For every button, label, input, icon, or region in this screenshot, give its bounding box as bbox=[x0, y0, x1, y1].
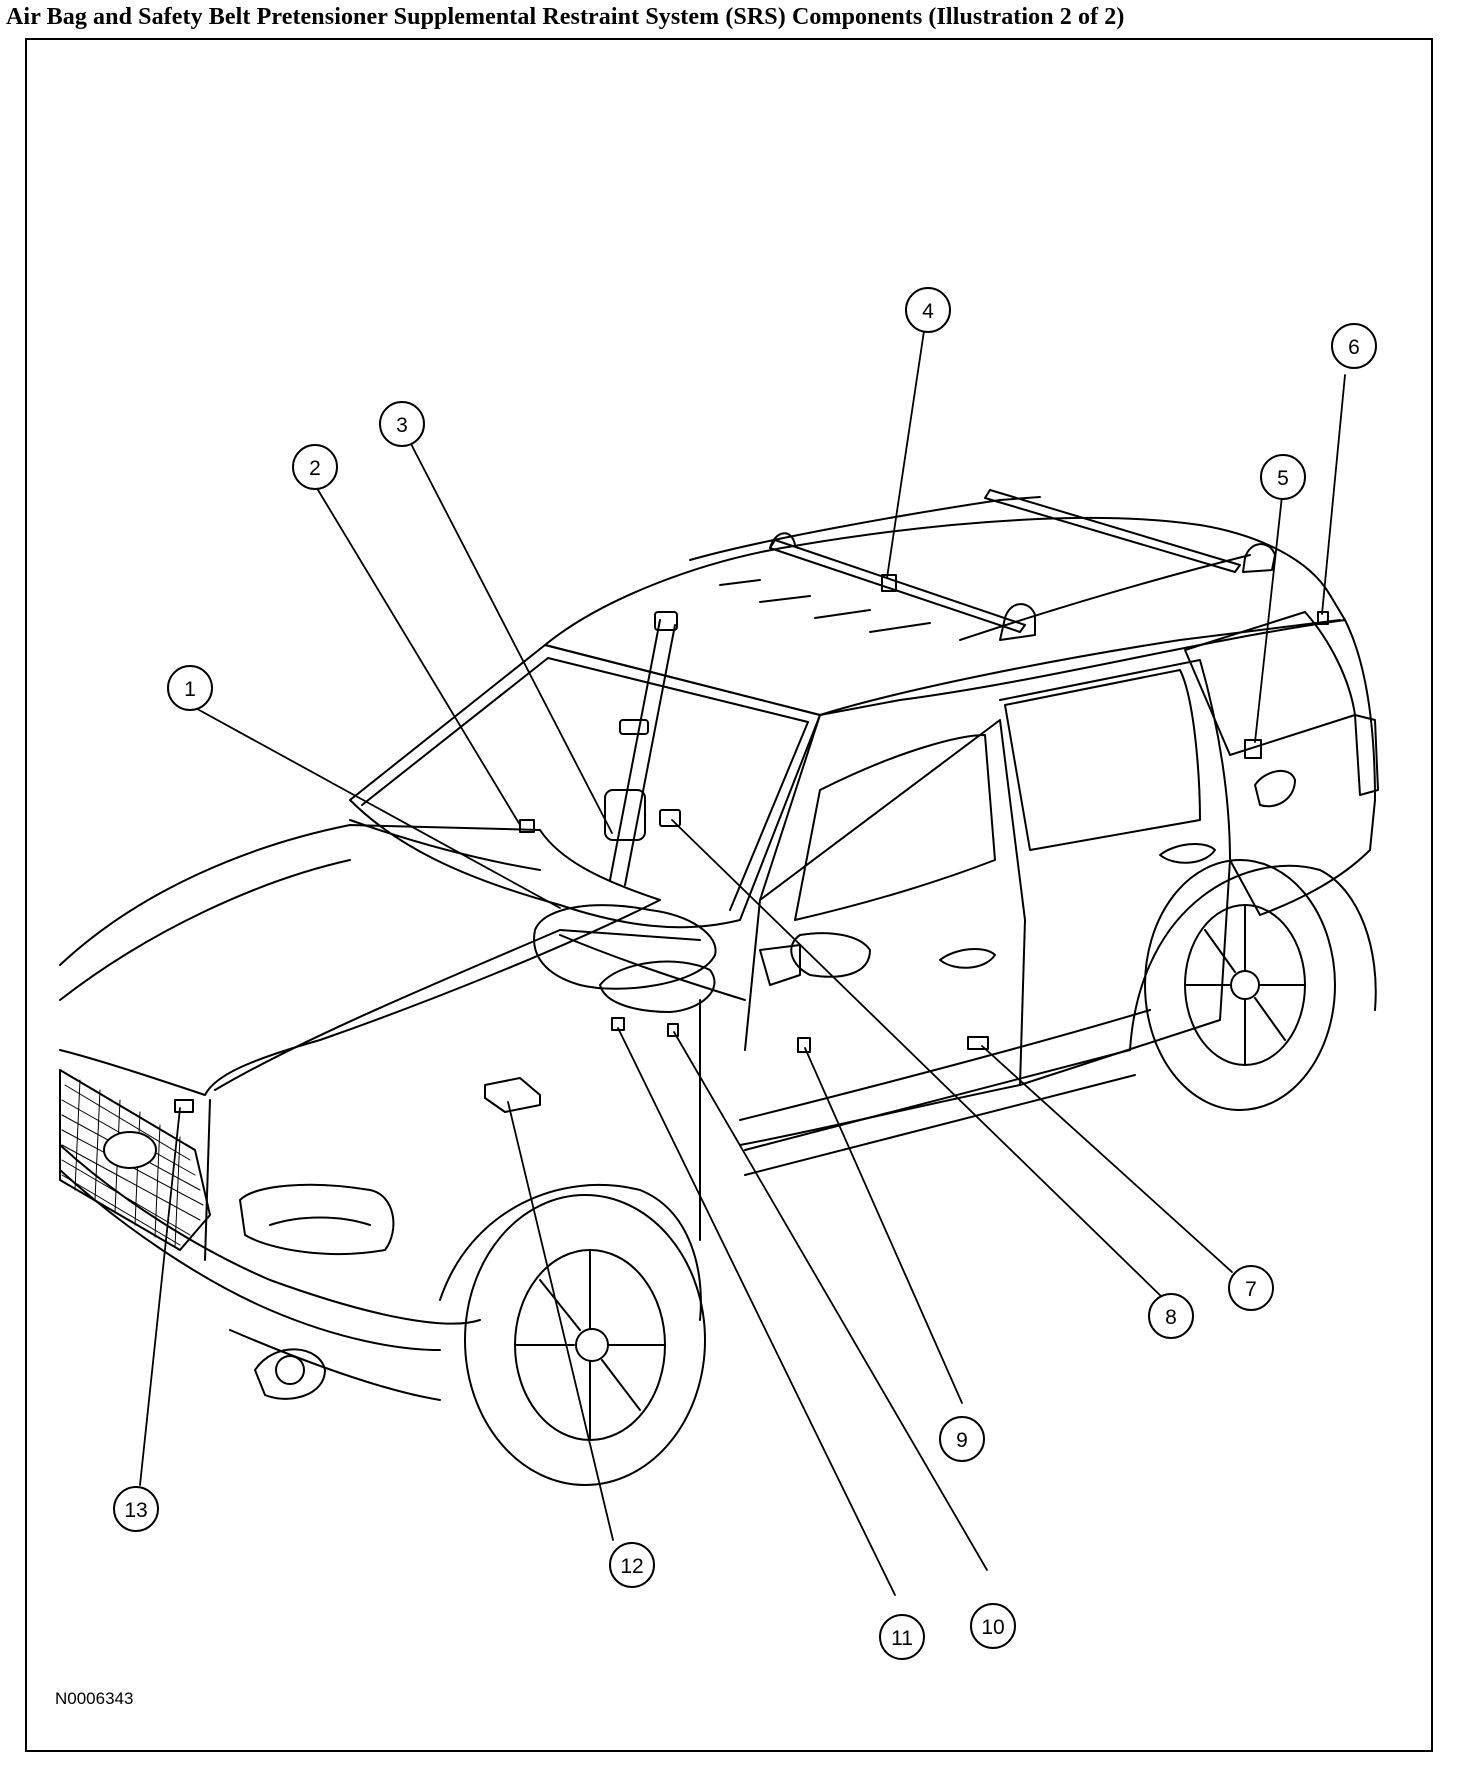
callout-label: 12 bbox=[620, 1555, 643, 1578]
front-impact-sensor bbox=[174, 1099, 194, 1113]
safety-belt-buckle-sensor bbox=[659, 809, 681, 827]
callout-8: 8 bbox=[1148, 1293, 1194, 1339]
callout-7: 7 bbox=[1228, 1265, 1274, 1311]
diagram-frame bbox=[25, 38, 1433, 1752]
callout-13: 13 bbox=[113, 1486, 159, 1532]
callout-2: 2 bbox=[292, 444, 338, 490]
roof-slats-2 bbox=[759, 595, 811, 603]
callout-label: 9 bbox=[956, 1429, 968, 1452]
callout-label: 13 bbox=[124, 1499, 147, 1522]
mirror bbox=[790, 932, 871, 978]
roof-rack-rail-left bbox=[689, 496, 1041, 561]
cowl-line bbox=[349, 819, 541, 871]
document-id: N0006343 bbox=[55, 1689, 134, 1708]
windshield-inner bbox=[361, 657, 809, 911]
callout-11: 11 bbox=[879, 1614, 925, 1660]
driver-airbag-module bbox=[599, 960, 716, 1013]
callout-label: 5 bbox=[1277, 467, 1289, 490]
safety-belt-webbing bbox=[609, 619, 676, 886]
roof-rack-end-rear bbox=[1242, 543, 1276, 573]
rear-door-window bbox=[1004, 669, 1201, 851]
front-wheel-tire bbox=[464, 1194, 706, 1486]
diagram-title: Air Bag and Safety Belt Pretensioner Sup… bbox=[6, 4, 1125, 30]
tail-lamp bbox=[1354, 714, 1379, 796]
headlamp bbox=[239, 1183, 395, 1255]
safety-belt-retractor-pretensioner bbox=[604, 789, 646, 841]
component-7-sensor bbox=[967, 1036, 989, 1050]
quarter-window bbox=[1184, 611, 1356, 756]
rear-wheel-tire bbox=[1144, 859, 1336, 1111]
front-wheel-spokes bbox=[514, 1249, 666, 1441]
roof-rack-crossbar-rear bbox=[984, 489, 1241, 573]
door-handle-front bbox=[939, 948, 996, 969]
callout-4: 4 bbox=[905, 287, 951, 333]
lower-valance bbox=[229, 1329, 441, 1401]
passenger-airbag-module bbox=[533, 904, 717, 990]
safety-belt-guide bbox=[619, 719, 649, 735]
roof-rack-end-front bbox=[999, 603, 1036, 641]
roof-outline bbox=[544, 516, 1346, 716]
fuel-door bbox=[1254, 770, 1296, 808]
callout-3: 3 bbox=[379, 401, 425, 447]
roof-slats-1 bbox=[719, 579, 761, 586]
roof-rack-end-left bbox=[769, 532, 796, 549]
callout-label: 2 bbox=[309, 457, 321, 480]
rear-wheel-hub bbox=[1230, 970, 1260, 1000]
callouts: 1 2 3 4 5 6 7 8 9 10 11 12 13 bbox=[113, 287, 1377, 1660]
callout-10: 10 bbox=[970, 1603, 1016, 1649]
hood-outline bbox=[59, 824, 661, 1096]
safety-belt-upper-anchor bbox=[654, 611, 678, 631]
callout-6: 6 bbox=[1331, 323, 1377, 369]
callout-1: 1 bbox=[167, 665, 213, 711]
callout-label: 10 bbox=[981, 1616, 1004, 1639]
component-4-sensor bbox=[881, 574, 897, 592]
windshield-outline bbox=[349, 644, 821, 929]
callout-label: 4 bbox=[922, 300, 934, 323]
passenger-airbag-door bbox=[559, 929, 701, 941]
callout-9: 9 bbox=[939, 1416, 985, 1462]
body-side-line bbox=[739, 1009, 1151, 1121]
fog-lamp bbox=[254, 1348, 326, 1400]
callout-label: 11 bbox=[891, 1627, 913, 1650]
component-5-sensor bbox=[1244, 739, 1262, 759]
callout-label: 1 bbox=[184, 678, 196, 701]
grille-emblem bbox=[103, 1131, 157, 1169]
headlamp-inner bbox=[269, 1216, 371, 1226]
hood-crease-2 bbox=[214, 929, 561, 1091]
rear-body bbox=[1229, 619, 1376, 916]
component-10-sensor bbox=[667, 1023, 679, 1037]
roof-line bbox=[819, 619, 1341, 716]
callout-12: 12 bbox=[609, 1542, 655, 1588]
fender-line bbox=[559, 934, 746, 1001]
hood-crease bbox=[59, 859, 351, 1001]
front-bumper-lower bbox=[59, 1169, 441, 1351]
rocker-panel bbox=[744, 1049, 1131, 1151]
roof-slats-3 bbox=[814, 609, 871, 619]
front-wheel-hub bbox=[575, 1328, 609, 1362]
front-fascia bbox=[204, 1099, 211, 1261]
door-handle-rear bbox=[1159, 843, 1216, 864]
callout-label: 8 bbox=[1165, 1306, 1177, 1329]
fog-lamp-inner bbox=[275, 1355, 305, 1385]
front-bumper bbox=[59, 1144, 481, 1325]
rocker-panel-lower bbox=[744, 1074, 1136, 1176]
rear-door-outline bbox=[999, 659, 1231, 1086]
rear-wheel-arch bbox=[1129, 864, 1377, 1051]
front-door-window bbox=[794, 734, 996, 921]
roof-slats-4 bbox=[869, 622, 931, 633]
front-wheel-arch bbox=[439, 1183, 702, 1321]
roof-rack-crossbar-front bbox=[769, 539, 1026, 633]
callout-label: 7 bbox=[1245, 1278, 1257, 1301]
component-2-connector bbox=[519, 819, 535, 833]
grille-outline bbox=[59, 1069, 211, 1251]
rear-wheel-spokes bbox=[1184, 904, 1306, 1066]
component-9-sensor bbox=[797, 1037, 811, 1053]
mirror-mount bbox=[759, 944, 801, 986]
leader-lines bbox=[139, 330, 1346, 1596]
callout-5: 5 bbox=[1260, 454, 1306, 500]
callout-label: 6 bbox=[1348, 336, 1360, 359]
restraints-control-module bbox=[484, 1077, 541, 1113]
callout-label: 3 bbox=[396, 414, 408, 437]
